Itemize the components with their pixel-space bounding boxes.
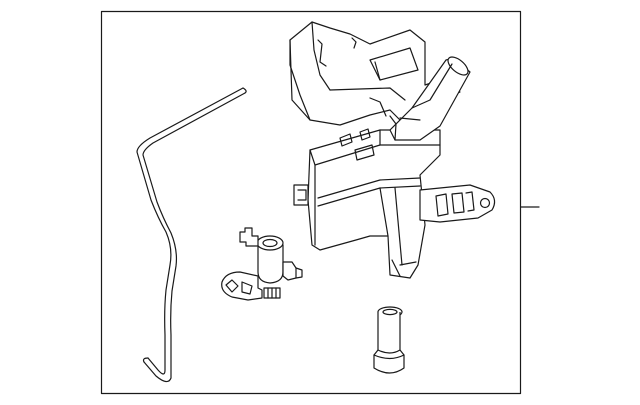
reservoir-grommet <box>373 306 405 374</box>
washer-pump <box>221 227 303 301</box>
diagram-frame <box>100 10 522 395</box>
washer-reservoir <box>289 21 496 279</box>
washer-hose <box>136 87 247 383</box>
filler-neck <box>369 56 471 141</box>
